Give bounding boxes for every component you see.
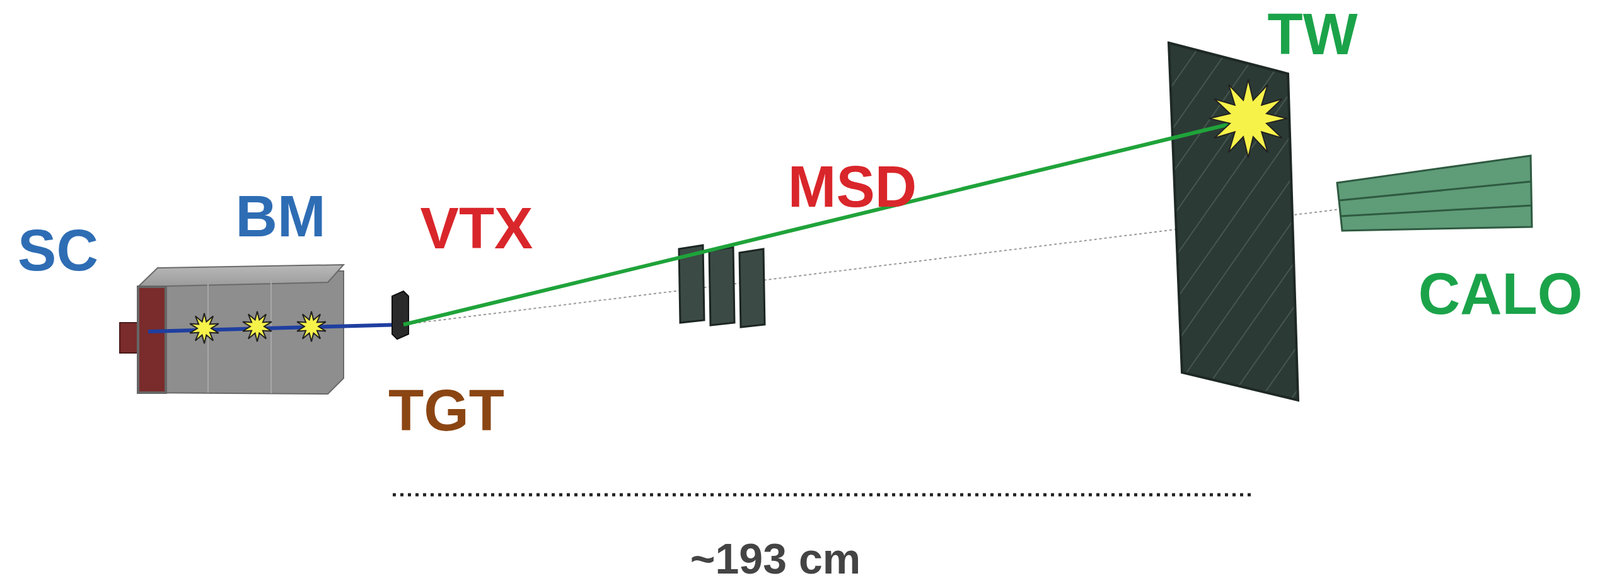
detector-label: CALO <box>1418 264 1583 323</box>
tof-wall <box>1168 42 1299 401</box>
hit-star <box>296 311 326 342</box>
detector-label: VTX <box>420 199 534 258</box>
dimension-line <box>392 493 1254 497</box>
hit-star <box>1209 79 1288 158</box>
beam-track <box>148 324 404 332</box>
hit-star <box>189 313 219 344</box>
calorimeter <box>1337 155 1532 231</box>
fragment-track <box>403 120 1246 325</box>
msd-planes <box>678 245 765 328</box>
detector-label: MSD <box>788 157 917 216</box>
detector-label: TGT <box>388 381 505 440</box>
detector-label: SC <box>17 221 99 280</box>
dimension-label: ~193 cm <box>690 537 861 580</box>
hit-star <box>242 311 272 342</box>
target <box>392 291 409 340</box>
detector-label: TW <box>1267 5 1358 64</box>
detector-label: BM <box>235 187 326 246</box>
